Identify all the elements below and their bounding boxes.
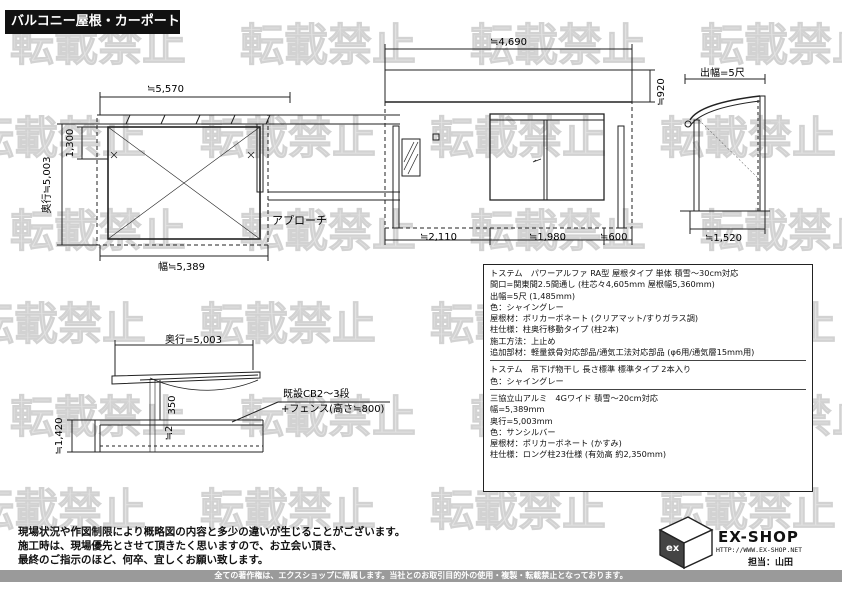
watermark-text: 転載禁止 [430, 113, 606, 164]
elevation-total-width-label: ≒4,690 [490, 37, 527, 48]
logo-url: HTTP://WWW.EX-SHOP.NET [716, 546, 803, 554]
staff-label: 担当：山田 [748, 558, 794, 568]
svg-text:ex: ex [666, 543, 680, 554]
site-notes: 現場状況や作図制限により概略図の内容と多少の違いが生じることがございます。 施工… [18, 525, 405, 567]
spec-line: 色：シャイングレー [490, 375, 564, 386]
specification-box: トステム パワーアルファ RA型 屋根タイプ 単体 積雪～30cm対応間口=関東… [483, 264, 813, 492]
spec-line: 柱仕様：ロング柱23仕様 (有効高 約2,350mm) [490, 449, 667, 460]
ex-shop-logo-icon: ex [658, 516, 714, 570]
elevation-2110-label: ≒2,110 [420, 232, 457, 243]
plan-width-top-label: ≒5,570 [147, 84, 184, 95]
watermark-text: 転載禁止 [0, 485, 146, 536]
watermark-text: 転載禁止 [660, 113, 836, 164]
plan-depth-label: 奥行≒5,003 [40, 156, 53, 213]
spec-divider [490, 388, 806, 390]
note-line: 現場状況や作図制限により概略図の内容と多少の違いが生じることがございます。 [18, 526, 406, 538]
plan-width-bottom-label: 幅≒5,389 [158, 260, 205, 273]
plan-view [57, 92, 400, 261]
watermark-text: 転載禁止 [0, 299, 146, 350]
section-view [67, 340, 390, 453]
approach-label: アプローチ [272, 214, 327, 227]
logo-name: EX-SHOP [718, 528, 799, 546]
watermark-text: 転載禁止 [10, 392, 186, 443]
spec-line: 追加部材：軽量鉄骨対応部品/通気工法対応部品 (φ6用/通気層15mm用) [490, 347, 755, 358]
watermark-text: 転載禁止 [200, 299, 376, 350]
spec-line: 出幅=5尺 (1,485mm) [490, 290, 576, 301]
side-view [680, 74, 770, 234]
watermark-text: 転載禁止 [240, 206, 416, 257]
watermark-text: 転載禁止 [0, 113, 146, 164]
spec-line: 奥行=5,003mm [490, 415, 553, 426]
watermark-text: 転載禁止 [470, 20, 646, 71]
note-line: 施工時は、現場優先とさせて頂きたく思いますので、お立会い頂き、 [18, 540, 343, 552]
watermark-text: 転載禁止 [430, 485, 606, 536]
spec-line: 柱仕様：柱奥行移動タイプ (柱2本) [490, 324, 619, 335]
spec-line: 施工方法：上止め [490, 335, 556, 346]
watermark-text: 転載禁止 [10, 206, 186, 257]
elevation-920-label: ≒920 [656, 78, 667, 105]
elevation-1980-label: ≒1,980 [529, 232, 566, 243]
spec-block-roof: トステム パワーアルファ RA型 屋根タイプ 単体 積雪～30cm対応間口=関東… [490, 268, 806, 358]
side-1520-label: ≒1,520 [705, 233, 742, 244]
section-350-label: 350 [167, 395, 178, 414]
watermark-text: 転載禁止 [240, 392, 416, 443]
spec-line: 色：サンシルバー [490, 426, 556, 437]
side-projection-label: 出幅=5尺 [700, 66, 745, 79]
spec-line: トステム 吊下げ物干し 長さ標準 標準タイプ 2本入り [490, 364, 692, 375]
spec-line: 屋根材：ポリカーボネート (かすみ) [490, 438, 622, 449]
watermark-text: 転載禁止 [200, 485, 376, 536]
spec-line: トステム パワーアルファ RA型 屋根タイプ 単体 積雪～30cm対応 [490, 268, 739, 278]
drawing-title: バルコニー屋根・カーポート [5, 10, 180, 34]
front-elevation [384, 44, 655, 245]
elevation-600-label: ≒600 [600, 232, 627, 243]
spec-line: 幅=5,389mm [490, 404, 545, 415]
watermark-text: 転載禁止 [700, 20, 842, 71]
watermark-text: 転載禁止 [240, 20, 416, 71]
spec-line: 屋根材：ポリカーボネート (クリアマット/すりガラス調) [490, 313, 699, 324]
spec-line: 三協立山アルミ 4Gワイド 積雪～20cm対応 [490, 392, 658, 403]
watermark-text: 転載禁止 [700, 206, 842, 257]
section-depth-label: 奥行=5,003 [165, 333, 222, 346]
section-2-label: ≒2 [164, 426, 175, 441]
copyright-footer: 全ての著作権は、エクスショップに帰属します。当社とのお取引目的外の使用・複製・転… [0, 570, 842, 582]
spec-block-clothes-hanger: トステム 吊下げ物干し 長さ標準 標準タイプ 2本入り色：シャイングレー [490, 364, 806, 387]
plan-1300-label: 1,300 [65, 129, 76, 158]
spec-line: 色：シャイングレー [490, 301, 564, 312]
watermark-text: 転載禁止 [200, 113, 376, 164]
watermark-text: 転載禁止 [470, 206, 646, 257]
watermark-layer: 転載禁止転載禁止転載禁止転載禁止転載禁止転載禁止転載禁止転載禁止転載禁止転載禁止… [0, 20, 842, 537]
spec-divider [490, 360, 806, 362]
wall-note-1: 既設CB2～3段 [283, 387, 350, 400]
section-1420-label: ≒1,420 [54, 417, 65, 454]
note-line: 最終のご指示のほど、何卒、宜しくお願い致します。 [18, 554, 269, 566]
wall-note-2: +フェンス(高さ≒800) [281, 402, 385, 415]
spec-line: 間口=関東間2.5間通し (柱芯々4,605mm 屋根幅5,360mm) [490, 279, 715, 290]
